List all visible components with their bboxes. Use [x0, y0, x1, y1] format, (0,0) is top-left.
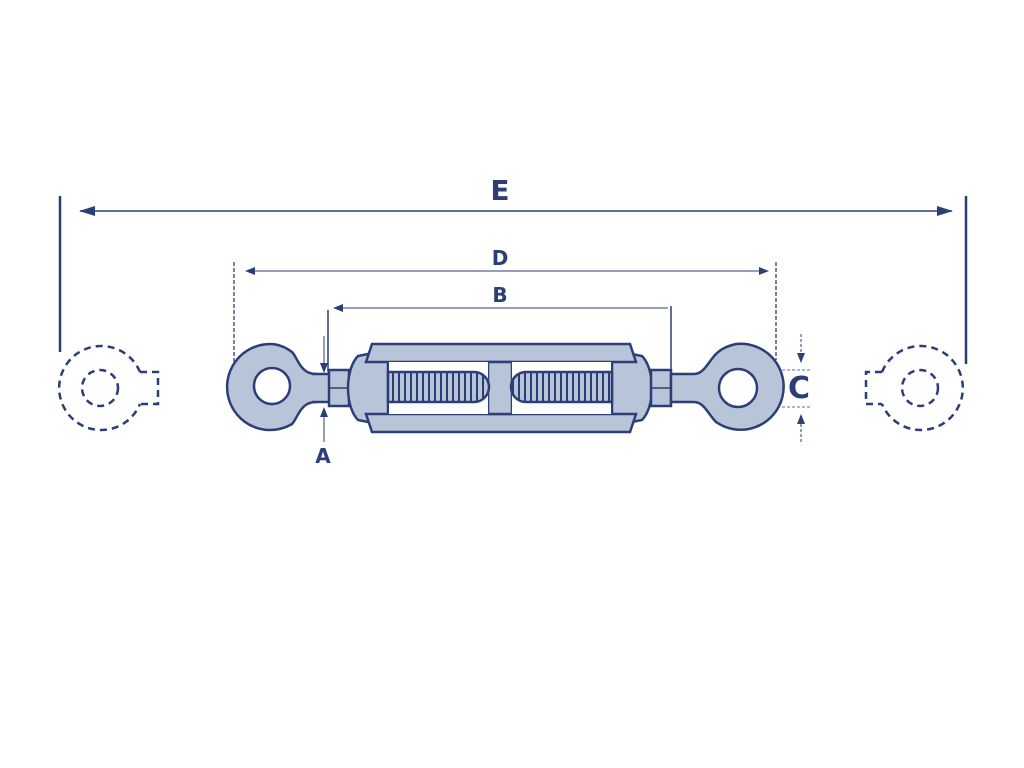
right-eye-extended-inner: [900, 368, 940, 408]
left-eye-extended-outer: [58, 344, 142, 432]
body-left-end-cap: [346, 352, 390, 424]
right-eye-extended-outer: [880, 344, 964, 432]
right-eye-extended-tab: [864, 370, 882, 406]
dimension-label-d: D: [491, 246, 509, 270]
left-eye-hole: [252, 366, 292, 406]
left-eye-extended-tab: [140, 370, 160, 406]
dimension-label-a: A: [315, 444, 331, 468]
right-eye-bolt: [649, 342, 785, 431]
turnbuckle-body: [346, 342, 654, 434]
body-center-divider: [486, 360, 514, 416]
left-threaded-rod: [386, 370, 491, 404]
dimension-d: [233, 262, 777, 362]
dimension-label-b: B: [492, 283, 508, 307]
dimension-label-e: E: [490, 174, 510, 207]
left-eye-extended: [58, 344, 160, 432]
body-bottom-bar: [364, 412, 638, 434]
right-eye-hole: [717, 367, 759, 409]
body-top-bar: [364, 342, 638, 364]
left-eye-bolt: [225, 342, 351, 432]
left-eye-shank: [314, 374, 330, 402]
right-threaded-rod: [509, 370, 614, 404]
left-eye-extended-inner: [80, 368, 120, 408]
dimension-e: [58, 196, 968, 364]
dimension-b: [327, 304, 672, 372]
dimension-label-c: C: [788, 371, 811, 406]
dimension-c: [752, 334, 810, 442]
right-eye-extended: [864, 344, 964, 432]
body-right-end-cap: [610, 352, 654, 424]
